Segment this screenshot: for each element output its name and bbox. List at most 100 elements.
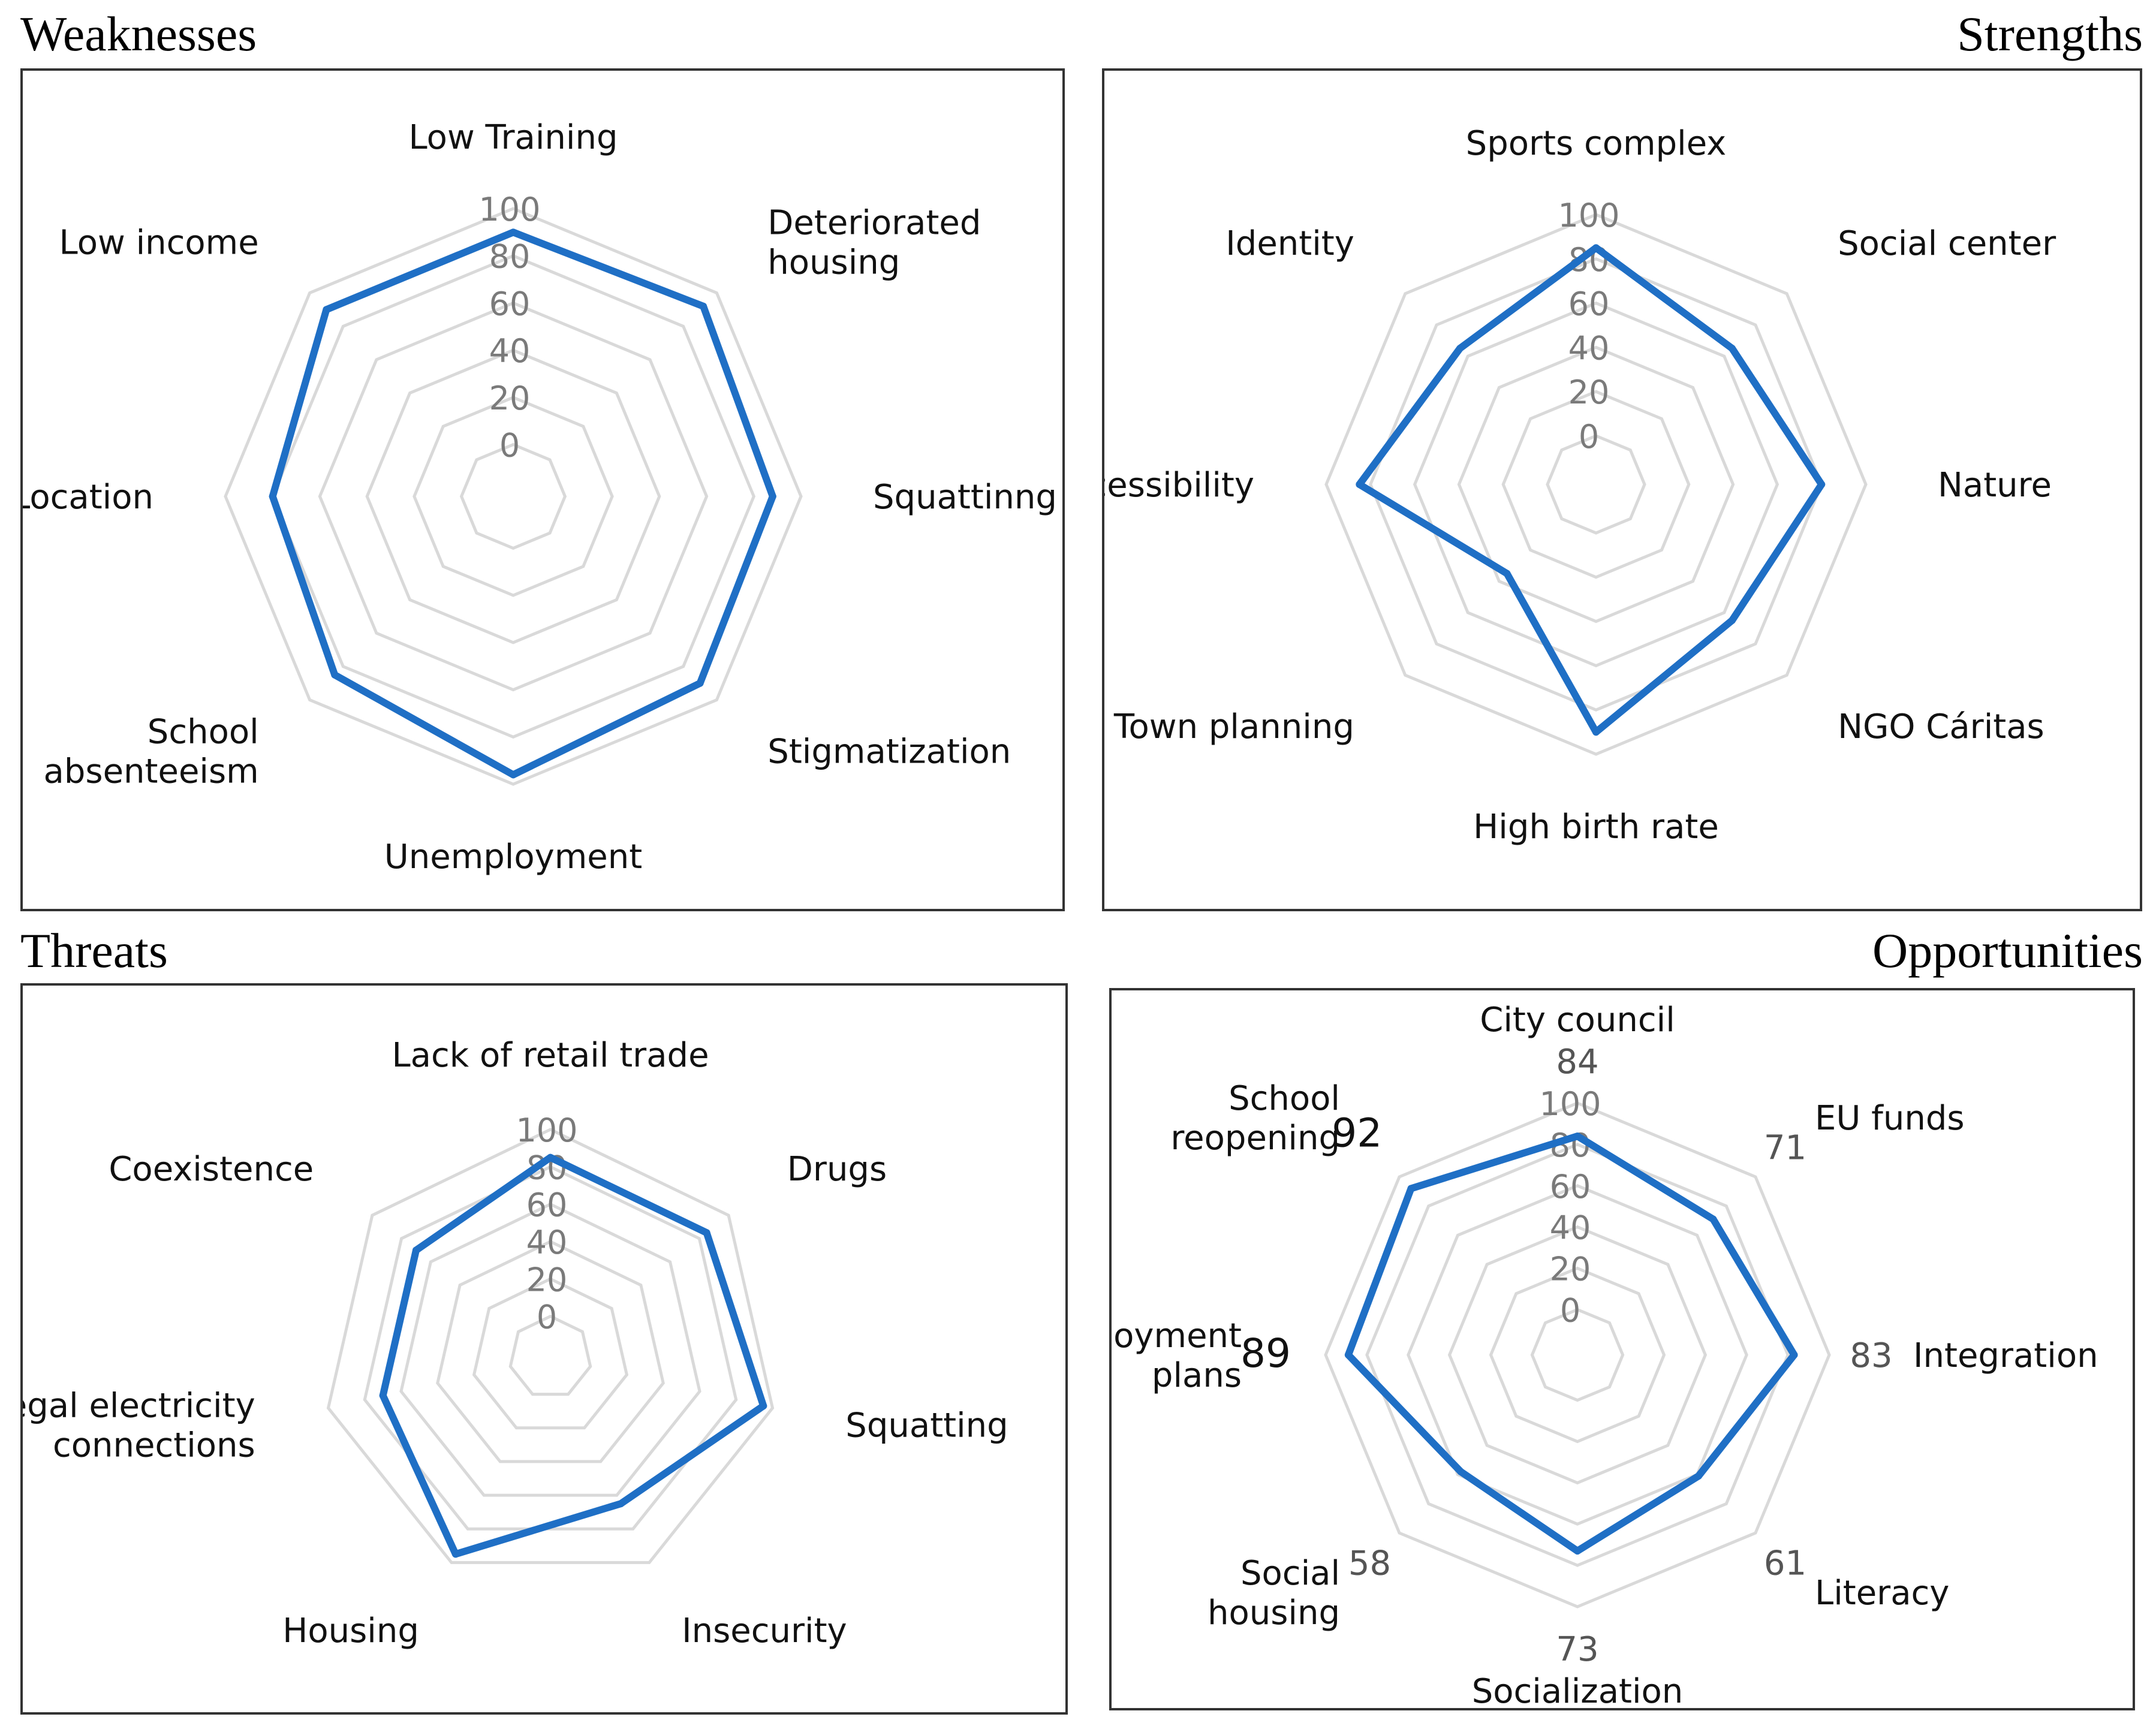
grid-ring	[472, 1277, 629, 1430]
tick-label: 0	[499, 427, 520, 465]
data-point	[1574, 1132, 1581, 1140]
category-label: Employmentplans	[1112, 1317, 1242, 1395]
data-point	[1344, 1351, 1352, 1359]
tick-label: 100	[1558, 197, 1619, 234]
grid-ring	[1447, 1225, 1708, 1485]
tick-label: 100	[478, 191, 540, 228]
tick-label: 20	[489, 379, 531, 417]
grid-ring	[459, 442, 567, 550]
category-label: Squattinng	[873, 478, 1057, 517]
tick-label: 80	[489, 238, 531, 276]
category-label: Nature	[1938, 466, 2052, 505]
tick-label: 100	[516, 1112, 577, 1149]
tick-label: 40	[1568, 329, 1610, 367]
data-label: 58	[1348, 1544, 1391, 1583]
grid-ring	[399, 1202, 701, 1497]
grid-ring	[1501, 390, 1691, 579]
data-point	[412, 1246, 420, 1254]
category-label: City council	[1480, 1001, 1675, 1040]
tick-label: 20	[1568, 373, 1610, 411]
data-label: 84	[1556, 1043, 1598, 1082]
category-label: Integration	[1913, 1336, 2098, 1375]
data-point	[1356, 481, 1363, 488]
series-line	[379, 1153, 767, 1558]
grid-ring	[1324, 213, 1868, 756]
category-label: Accessibility	[1104, 466, 1254, 505]
data-label: 83	[1850, 1336, 1892, 1375]
tick-label: 100	[1539, 1085, 1601, 1123]
category-label: NGO Cáritas	[1838, 707, 2044, 746]
data-point	[1574, 1547, 1581, 1555]
grid-ring	[436, 1240, 665, 1463]
category-label: High birth rate	[1473, 808, 1719, 847]
data-point	[1818, 481, 1826, 488]
category-label: Location	[23, 478, 153, 517]
data-point	[1592, 728, 1600, 736]
category-label: EU funds	[1815, 1099, 1965, 1138]
tick-label: 0	[1579, 418, 1599, 456]
data-point	[760, 1402, 767, 1410]
category-label: Stigmatization	[767, 732, 1011, 771]
category-label: Identity	[1225, 224, 1354, 263]
category-label: Lack of retail trade	[392, 1036, 709, 1075]
data-point	[269, 493, 276, 500]
tick-label: 60	[489, 285, 531, 323]
tick-label: 40	[489, 332, 531, 370]
data-point	[510, 771, 517, 779]
tick-label: 0	[1560, 1291, 1580, 1329]
data-point	[1407, 1185, 1415, 1192]
data-point	[451, 1550, 459, 1558]
tick-label: 60	[1568, 285, 1610, 323]
data-point	[1592, 244, 1600, 252]
data-label: 92	[1332, 1110, 1382, 1156]
category-label: Drugs	[787, 1150, 887, 1189]
data-point	[1457, 1468, 1465, 1475]
category-label: Social center	[1838, 224, 2056, 263]
data-label: 71	[1764, 1129, 1806, 1168]
tick-label: 0	[537, 1299, 557, 1336]
grid-ring	[326, 1128, 775, 1564]
grid-ring	[1530, 1308, 1625, 1402]
category-label: Socialization	[1472, 1672, 1684, 1711]
data-point	[331, 671, 339, 679]
grid-ring	[508, 1314, 592, 1396]
data-label: 89	[1240, 1330, 1291, 1376]
grid-ring	[1369, 257, 1823, 712]
category-label: Coexistence	[109, 1150, 314, 1189]
category-label: Squatting	[845, 1406, 1008, 1445]
tick-label: 60	[526, 1186, 568, 1224]
title-strengths: Strengths	[1957, 7, 2143, 61]
data-label: 73	[1556, 1630, 1598, 1669]
title-opportunities: Opportunities	[1872, 923, 2143, 978]
data-point	[1728, 616, 1736, 624]
data-point	[1790, 1351, 1798, 1359]
data-point	[323, 306, 330, 314]
data-point	[510, 228, 517, 236]
category-label: Town planning	[1113, 707, 1354, 746]
data-point	[1456, 345, 1464, 353]
data-point	[617, 1500, 625, 1508]
data-point	[769, 493, 776, 500]
category-label: Housing	[282, 1611, 419, 1650]
grid-ring	[318, 301, 709, 692]
category-label: Sports complex	[1466, 124, 1727, 163]
data-point	[1709, 1215, 1717, 1223]
grid-ring	[412, 396, 614, 597]
title-threats: Threats	[20, 923, 168, 978]
data-label: 61	[1764, 1544, 1806, 1583]
category-label: Literacy	[1815, 1574, 1949, 1613]
grid-ring	[224, 207, 803, 786]
category-label: Insecurity	[682, 1611, 847, 1650]
